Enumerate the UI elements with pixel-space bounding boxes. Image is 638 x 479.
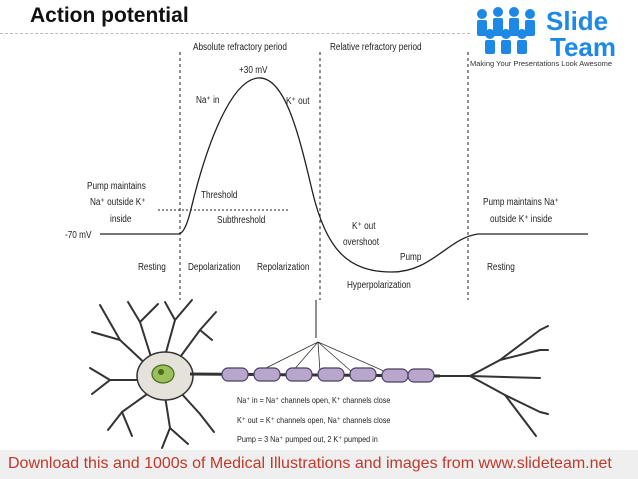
footer-text[interactable]: Download this and 1000s of Medical Illus…	[8, 455, 612, 472]
stage-repolarization: Repolarization	[257, 262, 310, 273]
legend-pump: Pump = 3 Na⁺ pumped out, 2 K⁺ pumped in	[237, 434, 378, 444]
node-pointer-lines	[257, 341, 387, 373]
page-title: Action potential	[30, 4, 189, 27]
dendrites	[89, 299, 217, 449]
header-divider	[0, 33, 470, 34]
logo-word-team: Team	[550, 32, 616, 62]
absolute-refractory-label: Absolute refractory period	[193, 42, 287, 53]
relative-refractory-label: Relative refractory period	[330, 42, 422, 53]
na-in-label: Na⁺ in	[196, 95, 220, 106]
slideteam-logo: Slide Team Making Your Presentations Loo…	[470, 4, 635, 68]
stage-resting-left: Resting	[138, 262, 166, 273]
pump-left-line-2: Na⁺ outside K⁺	[90, 197, 146, 208]
k-overshoot-line-1: K⁺ out	[352, 221, 376, 232]
action-potential-diagram	[89, 52, 588, 449]
myelin-sheath	[221, 367, 435, 383]
k-out-label: K⁺ out	[286, 96, 310, 107]
legend-k-out: K⁺ out = K⁺ channels open, Na⁺ channels …	[237, 415, 391, 425]
resting-voltage-label: -70 mV	[65, 230, 92, 241]
peak-voltage-label: +30 mV	[239, 65, 268, 76]
pump-left-line-1: Pump maintains	[87, 181, 146, 192]
stage-resting-right: Resting	[487, 262, 515, 273]
threshold-label: Threshold	[201, 190, 238, 201]
nucleolus	[158, 369, 164, 375]
pump-right-line-2: outside K⁺ inside	[490, 214, 553, 225]
stage-depolarization: Depolarization	[188, 262, 241, 273]
legend-na-in: Na⁺ in = Na⁺ channels open, K⁺ channels …	[237, 395, 391, 405]
k-overshoot-line-2: overshoot	[343, 237, 380, 248]
hyperpolarization-label: Hyperpolarization	[347, 280, 411, 291]
subthreshold-label: Subthreshold	[217, 215, 266, 226]
pump-right-line-1: Pump maintains Na⁺	[483, 197, 559, 208]
people-icon	[477, 7, 535, 54]
logo-tagline: Making Your Presentations Look Awesome	[470, 59, 613, 68]
footer-banner: Download this and 1000s of Medical Illus…	[0, 450, 638, 479]
axon-terminals	[439, 325, 549, 437]
pump-label: Pump	[400, 252, 422, 263]
pump-left-line-3: inside	[110, 214, 132, 225]
membrane-potential-curve	[100, 77, 588, 273]
logo-word-slide: Slide	[546, 6, 609, 36]
